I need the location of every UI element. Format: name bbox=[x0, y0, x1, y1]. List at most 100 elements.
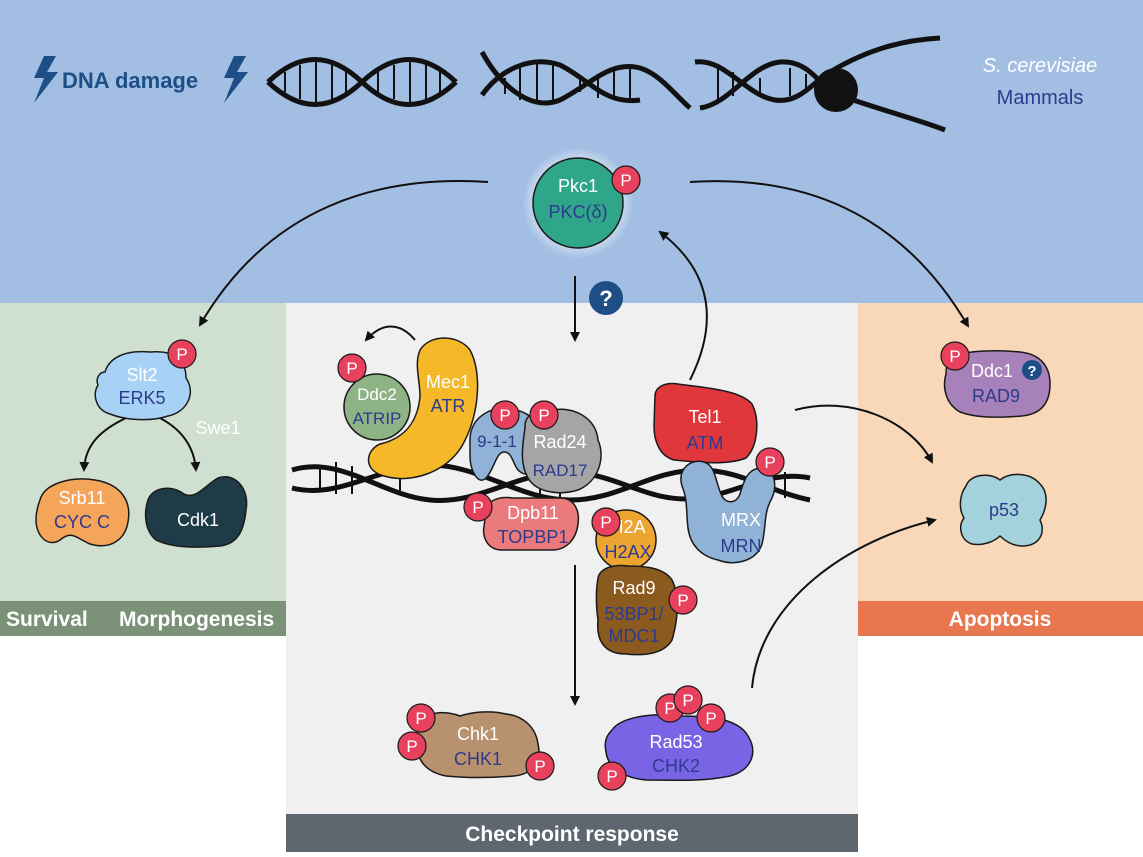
p53-protein bbox=[959, 473, 1047, 547]
right-panel bbox=[858, 303, 1143, 603]
phospho-badge-label: P bbox=[415, 709, 426, 728]
phospho-badge-icon-rad9: P bbox=[668, 585, 698, 615]
arrow-pkc1-to-ddc1 bbox=[689, 180, 970, 328]
dna-helix-nicked-icon bbox=[479, 50, 692, 110]
chk1-yeast-label: Chk1 bbox=[457, 724, 499, 744]
dpb11-protein bbox=[482, 496, 580, 551]
arrow-slt2-to-cdk1 bbox=[157, 416, 201, 472]
h2a-mammal-label: H2AX bbox=[604, 542, 651, 562]
phospho-badge-label: P bbox=[664, 699, 675, 718]
dpb11-yeast-label: Dpb11 bbox=[507, 503, 559, 523]
phospho-badge-label: P bbox=[705, 709, 716, 728]
phospho-badge-label: P bbox=[472, 498, 483, 517]
rad9-mammal-label-line2: MDC1 bbox=[608, 626, 659, 646]
mrx-yeast-label: MRX bbox=[721, 510, 761, 530]
dna-helix-intact-icon bbox=[266, 57, 458, 107]
checkpoint-footer bbox=[286, 814, 858, 852]
phospho-badge-label: P bbox=[620, 171, 631, 190]
ddc1-mammal-label: RAD9 bbox=[972, 386, 1020, 406]
cdk1-protein bbox=[144, 476, 248, 548]
p53-label: p53 bbox=[989, 500, 1019, 520]
left-panel bbox=[0, 303, 286, 603]
tel1-mammal-label: ATM bbox=[687, 433, 724, 453]
phospho-badge-icon-rad53c: P bbox=[696, 703, 726, 733]
mrx-mammal-label: MRN bbox=[721, 536, 762, 556]
phospho-badge-label: P bbox=[600, 513, 611, 532]
arrow-rad53-to-p53 bbox=[751, 516, 937, 689]
ddc2-protein bbox=[343, 373, 411, 441]
phospho-badge-icon-ddc1: P bbox=[940, 341, 970, 371]
footer-apoptosis-label: Apoptosis bbox=[949, 608, 1052, 631]
phospho-badge-icon-pkc1: P bbox=[611, 165, 641, 195]
footer-morphogenesis-label: Morphogenesis bbox=[119, 608, 274, 631]
question-badge-label: ? bbox=[599, 286, 612, 311]
mec1-mammal-label: ATR bbox=[431, 396, 466, 416]
srb11-mammal-label: CYC C bbox=[54, 512, 110, 532]
chk1-mammal-label: CHK1 bbox=[454, 749, 502, 769]
mec1-protein bbox=[367, 337, 479, 480]
phospho-badge-label: P bbox=[534, 757, 545, 776]
phospho-badge-icon-ddc2: P bbox=[337, 353, 367, 383]
pkc1-yeast-label: Pkc1 bbox=[558, 176, 598, 196]
phospho-badge-label: P bbox=[606, 767, 617, 786]
phospho-badge-icon-rad53d: P bbox=[597, 761, 627, 791]
lightning-left-icon bbox=[34, 56, 58, 103]
pkc1-protein bbox=[532, 157, 624, 249]
arrow-slt2-to-srb11 bbox=[79, 416, 129, 472]
rad9-mammal-label-line1: 53BP1/ bbox=[604, 604, 663, 624]
slt2-mammal-label: ERK5 bbox=[118, 388, 165, 408]
phospho-badge-icon-slt2: P bbox=[167, 339, 197, 369]
phospho-badge-label: P bbox=[682, 691, 693, 710]
phospho-badge-icon-chk1b: P bbox=[397, 731, 427, 761]
legend-yeast-label: S. cerevisiae bbox=[983, 55, 1098, 77]
protein-end-blob-icon bbox=[814, 68, 858, 112]
tel1-yeast-label: Tel1 bbox=[688, 407, 721, 427]
phospho-badge-label: P bbox=[346, 359, 357, 378]
arrow-tel1-to-p53 bbox=[794, 404, 933, 464]
tel1-protein bbox=[653, 382, 758, 464]
legend-mammal-label: Mammals bbox=[997, 87, 1084, 109]
rad9-protein bbox=[595, 564, 678, 656]
ddc1-question-icon bbox=[1022, 360, 1042, 380]
arrow-pkc1-to-slt2 bbox=[198, 180, 489, 327]
phospho-badge-label: P bbox=[677, 591, 688, 610]
footer-checkpoint-label: Checkpoint response bbox=[465, 823, 679, 846]
question-badge-icon bbox=[589, 281, 623, 315]
phospho-badge-icon-tel1: P bbox=[755, 447, 785, 477]
lightning-right-icon bbox=[224, 56, 248, 103]
phospho-badge-icon-h2a: P bbox=[591, 507, 621, 537]
phospho-badge-label: P bbox=[538, 406, 549, 425]
pathway-arrows bbox=[79, 180, 970, 706]
slt2-protein bbox=[94, 350, 191, 421]
phospho-badge-icon-chk1c: P bbox=[525, 751, 555, 781]
ddc1-question-label: ? bbox=[1027, 363, 1036, 380]
ddc2-yeast-label: Ddc2 bbox=[357, 385, 397, 404]
apoptosis-footer bbox=[858, 601, 1143, 636]
mec1-yeast-label: Mec1 bbox=[426, 372, 470, 392]
phospho-badge-icon-dpb11: P bbox=[463, 492, 493, 522]
ddc2-mammal-label: ATRIP bbox=[353, 409, 402, 428]
pkc1-mammal-label: PKC(δ) bbox=[548, 202, 607, 222]
phospho-badge-label: P bbox=[176, 345, 187, 364]
dpb11-mammal-label: TOPBP1 bbox=[498, 527, 569, 547]
rad53-yeast-label: Rad53 bbox=[649, 732, 702, 752]
rad53-mammal-label: CHK2 bbox=[652, 756, 700, 776]
ring-911-label: 9-1-1 bbox=[477, 432, 517, 451]
survival-footer bbox=[0, 601, 286, 636]
rad24-yeast-label: Rad24 bbox=[533, 432, 586, 452]
rad24-mammal-label: RAD17 bbox=[533, 461, 588, 480]
srb11-protein bbox=[35, 478, 130, 547]
phospho-badge-icon-rad53b: P bbox=[673, 685, 703, 715]
swe1-label: Swe1 bbox=[195, 418, 240, 438]
rad9-yeast-label: Rad9 bbox=[612, 578, 655, 598]
srb11-yeast-label: Srb11 bbox=[59, 488, 106, 508]
arrow-mec1-to-ddc2 bbox=[364, 325, 416, 342]
footer-survival-label: Survival bbox=[6, 608, 88, 631]
phospho-badge-label: P bbox=[764, 453, 775, 472]
phospho-badge-label: P bbox=[499, 406, 510, 425]
mrx-protein bbox=[680, 460, 776, 564]
arrow-tel1-to-pkc1 bbox=[658, 230, 708, 381]
